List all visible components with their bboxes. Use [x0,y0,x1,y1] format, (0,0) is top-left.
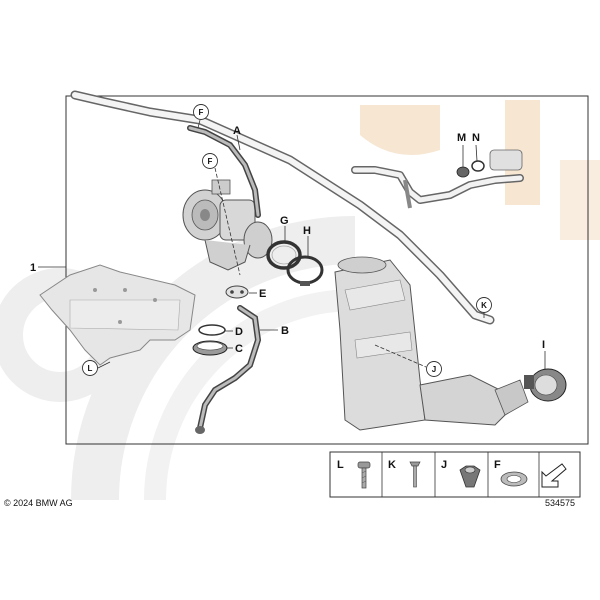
callout-h: H [303,225,311,237]
part-clamp-c[interactable] [192,340,228,356]
callout-e: E [259,288,266,300]
callout-1: 1 [30,262,36,274]
svg-text:J: J [432,365,436,374]
hardware-legend: L K J F [329,451,581,498]
part-clamp-i[interactable] [524,368,567,402]
part-turbocharger[interactable] [182,179,273,271]
part-heat-shield[interactable] [39,264,196,366]
seal-ring-icon [500,471,528,487]
part-gasket-g[interactable] [266,240,302,270]
callout-m: M [457,132,466,144]
copyright-text: © 2024 BMW AG [4,498,73,508]
svg-text:K: K [481,301,487,310]
callout-f-mid: F [202,153,218,169]
callout-b: B [281,325,289,337]
callout-f-top: F [193,104,209,120]
callout-i: I [542,339,545,351]
callout-n: N [472,132,480,144]
legend-letter-j: J [441,459,447,471]
callout-k: K [476,297,492,313]
part-vacuum-pipe[interactable] [70,90,495,325]
part-ring-d[interactable] [198,324,226,336]
part-clamp-h[interactable] [286,255,324,286]
callout-j: J [426,361,442,377]
part-pipe-a[interactable] [187,125,261,218]
callout-g: G [280,215,289,227]
part-vacuum-line-assembly[interactable] [351,149,524,209]
svg-text:F: F [208,157,213,166]
callout-a: A [233,125,241,137]
legend-letter-f: F [494,459,501,471]
diagram-number: 534575 [545,498,575,508]
screw-icon [409,461,421,488]
arrow-icon [541,463,567,488]
part-gasket-e[interactable] [225,285,249,299]
part-particulate-filter[interactable] [334,256,529,431]
svg-text:F: F [199,108,204,117]
leader-lines [97,119,546,370]
svg-text:L: L [88,364,93,373]
diagram-frame [65,95,589,445]
callout-c: C [235,343,243,355]
callout-l: L [82,360,98,376]
legend-letter-k: K [388,459,396,471]
nut-icon [459,465,481,488]
callout-d: D [235,326,243,338]
bolt-icon [357,461,371,489]
legend-letter-l: L [337,459,344,471]
part-pipe-b[interactable] [195,305,262,434]
